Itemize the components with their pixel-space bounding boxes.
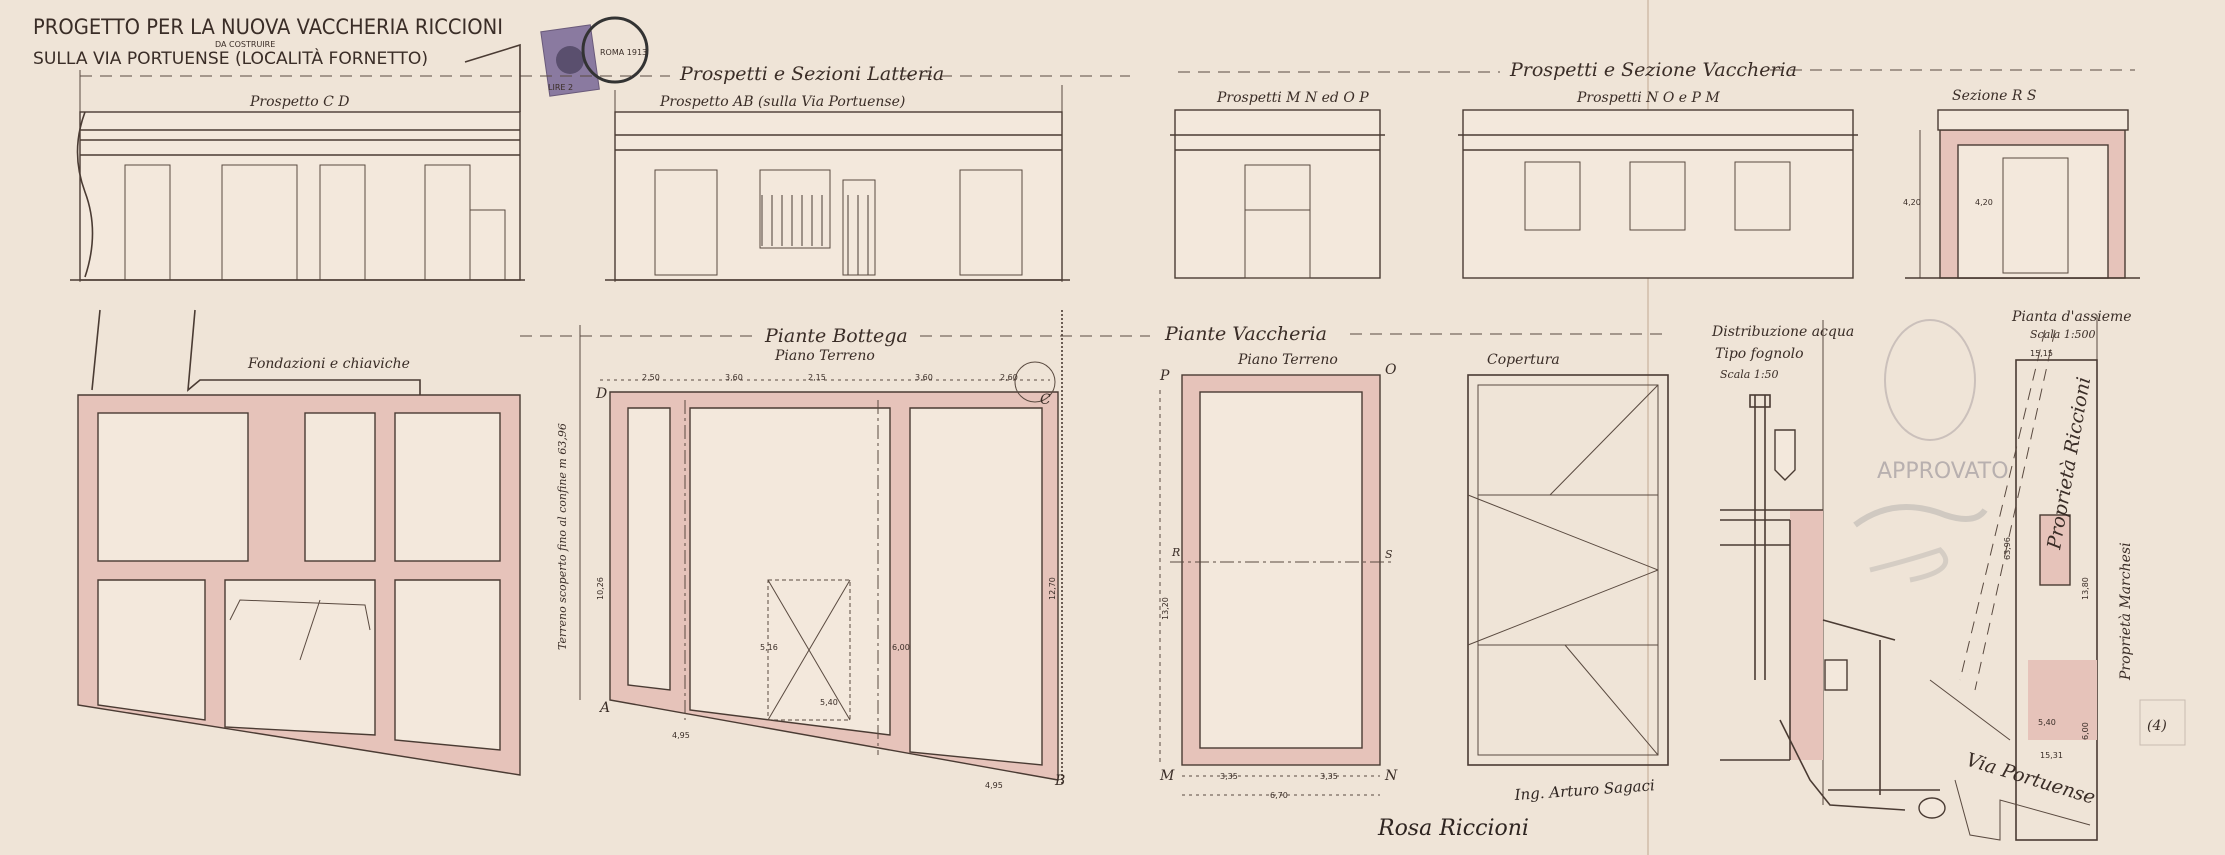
sezione-height-1: 4,20 bbox=[1903, 198, 1921, 207]
postmark-text: ROMA 1913 bbox=[600, 48, 647, 57]
section-drainage bbox=[1720, 320, 1946, 819]
label-via-portuense: Via Portuense bbox=[1964, 749, 2098, 809]
letter-d: D bbox=[595, 386, 607, 402]
letter-s: S bbox=[1385, 548, 1393, 561]
label-terreno-scoperto: Terreno scoperto fino al confine m 63,96 bbox=[556, 423, 569, 650]
letter-p: P bbox=[1159, 368, 1170, 384]
elevation-mn-op bbox=[1170, 109, 1385, 279]
dim-bottega-top-3: 2,15 bbox=[808, 373, 826, 382]
label-scala-50: Scala 1:50 bbox=[1720, 368, 1779, 381]
label-prospetto-ab: Prospetto AB (sulla Via Portuense) bbox=[659, 94, 905, 110]
dim-bottega-inner-2: 6,00 bbox=[892, 643, 910, 652]
dim-bottega-bottom-2: 5,40 bbox=[820, 698, 838, 707]
label-scala-500: Scala 1:500 bbox=[2030, 328, 2096, 341]
letter-o: O bbox=[1385, 362, 1397, 378]
dim-vaccheria-total: 6,70 bbox=[1270, 791, 1288, 800]
signature-owner: Rosa Riccioni bbox=[1377, 816, 1529, 841]
label-fondazioni: Fondazioni e chiaviche bbox=[247, 356, 410, 372]
letter-a: A bbox=[598, 700, 610, 716]
sheet-number: (4) bbox=[2147, 718, 2167, 734]
dim-bottega-bottom-1: 4,95 bbox=[672, 731, 690, 740]
dim-assieme-3: 13,80 bbox=[2081, 577, 2090, 600]
dim-vaccheria-bottom-1: 3,35 bbox=[1220, 772, 1238, 781]
dim-assieme-6: 6,00 bbox=[2081, 722, 2090, 740]
dim-assieme-1: 15,15 bbox=[2030, 349, 2053, 358]
label-copertura: Copertura bbox=[1487, 352, 1560, 368]
dim-vaccheria-bottom-2: 3,35 bbox=[1320, 772, 1338, 781]
site-plan: 15,15 63,96 13,80 15,31 5,40 6,00 Propri… bbox=[1929, 315, 2186, 841]
plan-fondazioni bbox=[77, 309, 521, 776]
label-sezione-rs: Sezione R S bbox=[1952, 88, 2037, 104]
dim-assieme-2: 63,96 bbox=[2003, 537, 2012, 560]
dim-bottega-bottom-3: 4,95 bbox=[985, 781, 1003, 790]
label-pianta-assieme: Pianta d'assieme bbox=[2011, 309, 2132, 325]
header-latteria: Prospetti e Sezioni Latteria bbox=[679, 63, 944, 85]
label-piano-terreno-vaccheria: Piano Terreno bbox=[1237, 352, 1338, 368]
dim-vaccheria-side: 13,20 bbox=[1161, 597, 1170, 620]
header-bottega: Piante Bottega bbox=[764, 325, 908, 347]
dim-bottega-side: 10,26 bbox=[596, 577, 605, 600]
label-tipo-fognolo: Tipo fognolo bbox=[1715, 346, 1804, 362]
approval-stamp: APPROVATO bbox=[1853, 319, 2009, 583]
section-rs: 4,20 4,20 bbox=[1903, 109, 2140, 279]
letter-n: N bbox=[1384, 768, 1398, 784]
letter-r: R bbox=[1171, 546, 1180, 559]
header-vaccheria: Prospetti e Sezione Vaccheria bbox=[1509, 59, 1797, 81]
approvato-text: APPROVATO bbox=[1877, 459, 2009, 484]
plan-vaccheria: 13,20 P O M N R S 3,35 3,35 6,70 bbox=[1159, 362, 1398, 800]
dim-bottega-right: 12,70 bbox=[1048, 577, 1057, 600]
dim-assieme-4: 15,31 bbox=[2040, 751, 2063, 760]
label-distribuzione: Distribuzione acqua bbox=[1711, 324, 1854, 340]
letter-c: C bbox=[1040, 392, 1051, 408]
title-insert: DA COSTRUIRE bbox=[215, 40, 275, 49]
plan-copertura bbox=[1467, 374, 1669, 766]
sezione-height-2: 4,20 bbox=[1975, 198, 1993, 207]
revenue-stamp: ROMA 1913 LIRE 2 bbox=[540, 16, 649, 97]
title-main: PROGETTO PER LA NUOVA VACCHERIA RICCIONI bbox=[33, 15, 503, 39]
label-proprieta-riccioni: Proprietà Riccioni bbox=[2043, 375, 2095, 552]
dim-bottega-top-4: 3,60 bbox=[915, 373, 933, 382]
letter-m: M bbox=[1159, 768, 1175, 784]
letter-b: B bbox=[1054, 773, 1065, 789]
dim-bottega-inner-1: 5,16 bbox=[760, 643, 778, 652]
dim-bottega-top-1: 2,50 bbox=[642, 373, 660, 382]
elevation-no-pm bbox=[1458, 109, 1858, 279]
label-proprieta-marchesi: Proprietà Marchesi bbox=[2118, 542, 2134, 681]
elevation-ab bbox=[605, 85, 1070, 282]
label-piano-terreno-bottega: Piano Terreno bbox=[774, 348, 875, 364]
label-prospetti-no-pm: Prospetti N O e P M bbox=[1576, 90, 1720, 106]
elevation-cd bbox=[70, 43, 525, 282]
dim-bottega-top-5: 2,60 bbox=[1000, 373, 1018, 382]
dim-assieme-5: 5,40 bbox=[2038, 718, 2056, 727]
label-prospetto-cd: Prospetto C D bbox=[249, 94, 350, 110]
label-prospetti-mn-op: Prospetti M N ed O P bbox=[1216, 90, 1369, 106]
header-piante-vaccheria: Piante Vaccheria bbox=[1164, 323, 1327, 345]
signature-engineer: Ing. Arturo Sagaci bbox=[1513, 776, 1655, 804]
plan-bottega: 2,50 3,60 2,15 3,60 2,60 D C A B 4,95 5,… bbox=[556, 310, 1065, 790]
dim-bottega-top-2: 3,60 bbox=[725, 373, 743, 382]
title-sub: SULLA VIA PORTUENSE (LOCALITÀ FORNETTO) bbox=[33, 47, 428, 69]
stamp-value: LIRE 2 bbox=[548, 83, 573, 92]
